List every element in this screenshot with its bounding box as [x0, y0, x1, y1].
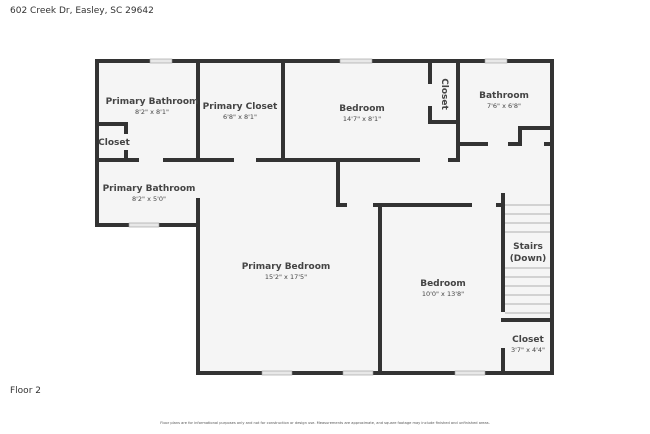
address: 602 Creek Dr, Easley, SC 29642 [10, 6, 154, 16]
room-dims: 10'0" x 13'8" [422, 290, 464, 298]
stairs-label-background [508, 238, 548, 264]
stairs [505, 204, 550, 314]
room-name: Bedroom [420, 279, 466, 289]
room-name: Bathroom [479, 91, 529, 101]
room-name: Bedroom [339, 104, 385, 114]
room-dims: 8'2" x 8'1" [135, 108, 169, 116]
floor-label: Floor 2 [10, 386, 41, 396]
room-dims: 6'8" x 8'1" [223, 113, 257, 121]
windows [128, 58, 508, 376]
room-dims: 14'7" x 8'1" [343, 115, 381, 123]
room-name: Primary Closet [203, 102, 278, 112]
room-dims: (Down) [510, 254, 547, 264]
disclaimer: Floor plans are for informational purpos… [160, 421, 490, 425]
walls [95, 59, 554, 375]
room-name: Primary Bathroom [106, 97, 199, 107]
room-dims: 7'6" x 6'8" [487, 102, 521, 110]
room-name: Closet [439, 78, 449, 110]
room-dims: 15'2" x 17'5" [265, 273, 307, 281]
floor-fill [97, 61, 552, 375]
room-name: Closet [98, 138, 130, 148]
room-name: Closet [512, 335, 544, 345]
room-dims: 3'7" x 4'4" [511, 346, 545, 354]
room-name: Primary Bathroom [103, 184, 196, 194]
room-name: Primary Bedroom [242, 262, 331, 272]
room-dims: 8'2" x 5'0" [132, 195, 166, 203]
room-name: Stairs [513, 242, 543, 252]
room-labels: Primary Bathroom 8'2" x 8'1" Primary Clo… [98, 78, 548, 354]
